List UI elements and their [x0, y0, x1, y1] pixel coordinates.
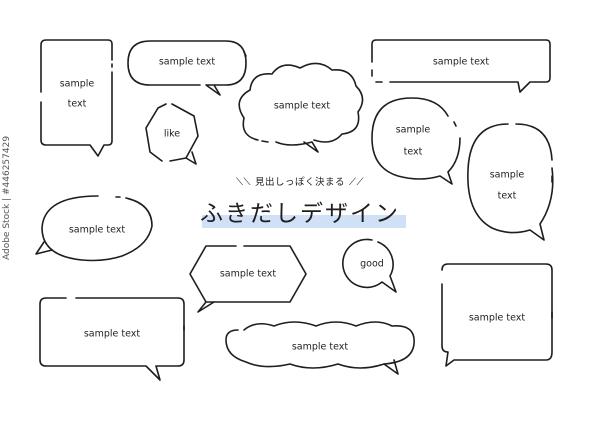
pill-bubble [127, 40, 247, 96]
tall-oval-bubble [467, 123, 554, 241]
oval-bubble [371, 97, 461, 185]
title-wrap: ふきだしデザイン [200, 194, 406, 228]
square-bubble [441, 263, 553, 367]
tall-rect-text-line1: sample [60, 79, 95, 90]
title-highlight [202, 215, 406, 228]
heptagon-bubble [145, 103, 199, 165]
oval-text-line2: text [404, 147, 423, 158]
circle-text: good [360, 259, 384, 270]
pill-text: sample text [159, 57, 216, 68]
ellipse-text: sample text [69, 225, 126, 236]
ellipse-bubble [35, 195, 153, 262]
hexagon-text: sample text [220, 269, 277, 280]
subtitle: ⟍⟍見出しっぽく決まる ⟋⟋ [190, 174, 410, 188]
watermark: Adobe Stock | #446257429 [2, 135, 12, 260]
hexagon-bubble [189, 245, 307, 313]
rect-bubble [39, 297, 185, 381]
subtitle-text: 見出しっぽく決まる [254, 177, 345, 188]
cloud-bubble [238, 62, 364, 153]
headline: ⟍⟍見出しっぽく決まる ⟋⟋ ふきだしデザイン [190, 174, 410, 228]
heptagon-text: like [164, 129, 180, 140]
circle-bubble [342, 238, 397, 293]
tall-oval-text-line1: sample [490, 170, 525, 181]
square-text: sample text [469, 313, 526, 324]
rect-bottom-text: sample text [84, 329, 141, 340]
wide-rect-bubble [371, 39, 551, 93]
tall-rect-text-line2: text [68, 99, 87, 110]
wavy-text: sample text [292, 342, 349, 353]
wavy-bubble [225, 321, 415, 375]
wide-rect-text: sample text [433, 57, 490, 68]
tall-rect-bubble [40, 39, 113, 157]
slash-right-icon: ⟋⟋ [349, 177, 364, 188]
tall-oval-text-line2: text [498, 191, 517, 202]
cloud-text: sample text [274, 101, 331, 112]
oval-text-line1: sample [396, 125, 431, 136]
page-title: ふきだしデザイン [200, 201, 400, 227]
slash-left-icon: ⟍⟍ [235, 177, 251, 188]
